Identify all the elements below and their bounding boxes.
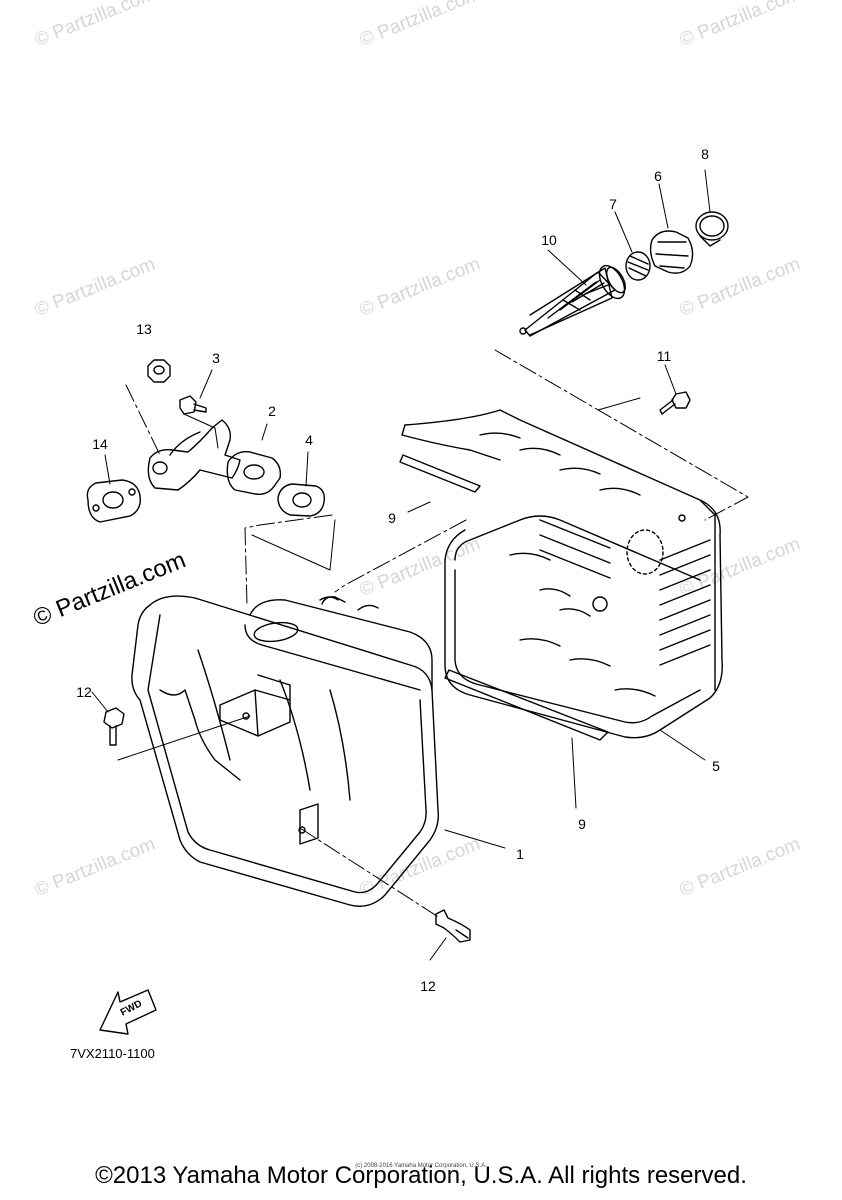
spark-arrester (519, 264, 626, 337)
callout-5: 5 (712, 758, 720, 774)
callout-10: 10 (541, 232, 557, 248)
callout-13: 13 (136, 321, 152, 337)
gasket-4 (277, 483, 326, 517)
callout-1: 1 (516, 846, 524, 862)
bolt-12-upper (103, 707, 125, 746)
callout-3: 3 (212, 350, 220, 366)
exhaust-pipe (147, 419, 282, 495)
callout-8: 8 (701, 146, 709, 162)
part-code: 7VX2110-1100 (70, 1046, 155, 1061)
gasket-strips (399, 454, 609, 741)
callout-9-upper: 9 (388, 510, 396, 526)
callout-6: 6 (654, 168, 662, 184)
gasket-14 (86, 479, 141, 523)
bolt-3 (179, 395, 207, 415)
callout-4: 4 (305, 432, 313, 448)
clamp-8 (695, 211, 729, 247)
callout-leaders (91, 169, 711, 961)
callout-9-lower: 9 (578, 816, 586, 832)
callout-12-upper: 12 (76, 684, 92, 700)
callout-11: 11 (656, 348, 672, 364)
bolt-12-lower (435, 909, 471, 943)
muffler-protector (401, 409, 723, 739)
fwd-arrow-icon (99, 989, 157, 1035)
callout-14: 14 (92, 436, 108, 452)
tiny-copyright: (c) 2008-2016 Yamaha Motor Corporation, … (355, 1163, 487, 1169)
copyright-notice: ©2013 Yamaha Motor Corporation, U.S.A. A… (95, 1162, 747, 1189)
callout-12-lower: 12 (420, 978, 436, 994)
damper-6 (649, 230, 694, 274)
nut-13 (147, 359, 171, 383)
muffler-body (131, 595, 440, 907)
reference-lines (117, 349, 749, 919)
callout-2: 2 (268, 403, 276, 419)
screen-7 (625, 251, 651, 281)
bolt-11 (659, 391, 691, 415)
callout-7: 7 (609, 196, 617, 212)
